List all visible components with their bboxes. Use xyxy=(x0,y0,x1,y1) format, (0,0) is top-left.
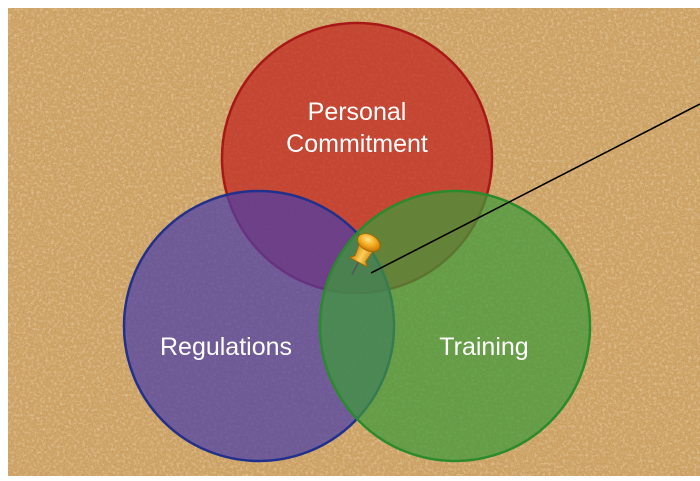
venn-label-training: Training xyxy=(439,333,528,361)
venn-label-personal-commitment-line-1: Personal xyxy=(308,98,407,126)
venn-label-regulations: Regulations xyxy=(160,333,292,361)
venn-label-personal-commitment-line-2: Commitment xyxy=(286,130,428,158)
venn-circles xyxy=(122,21,592,463)
pushpin-icon xyxy=(348,233,381,275)
venn-circle-training xyxy=(318,189,592,463)
pointer-line xyxy=(370,103,700,274)
